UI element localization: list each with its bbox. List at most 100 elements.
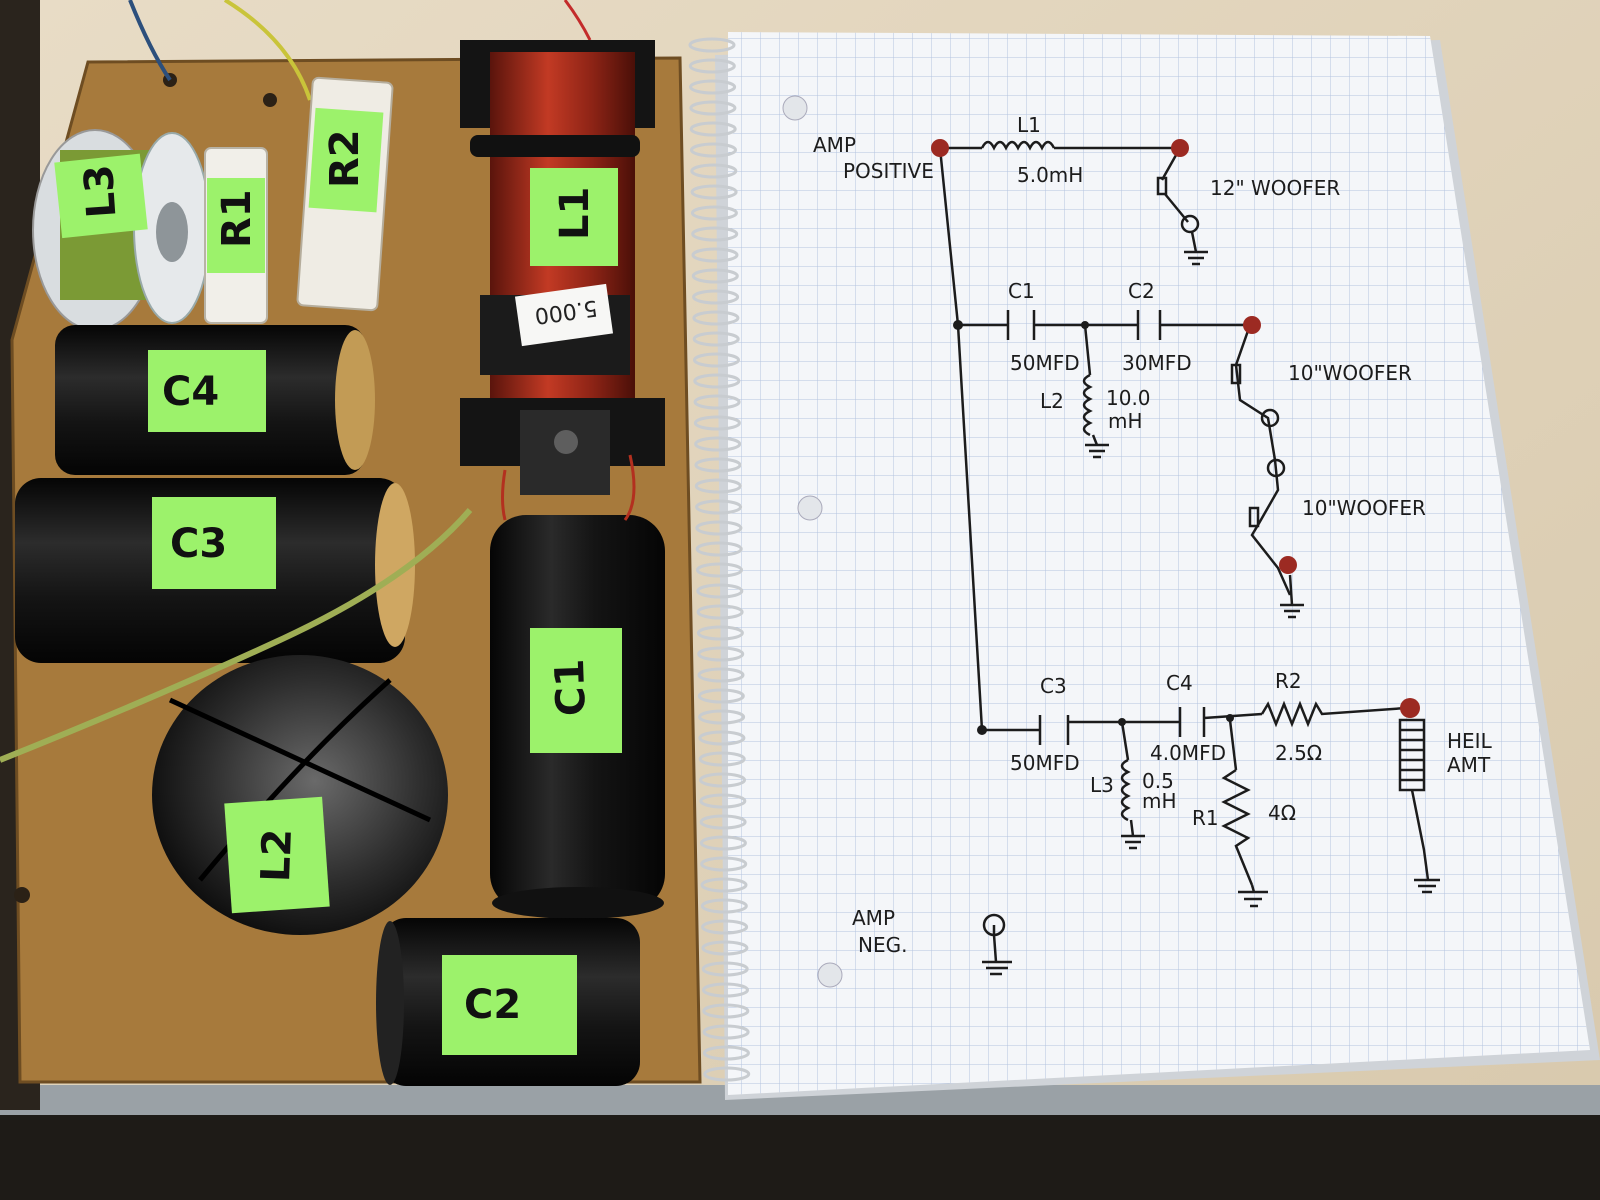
amp-positive-label-2: POSITIVE bbox=[843, 159, 934, 183]
spiral-ring bbox=[694, 436, 742, 452]
r1-zigzag bbox=[1221, 768, 1254, 886]
spiral-ring bbox=[702, 982, 749, 998]
spiral-ring bbox=[689, 121, 737, 137]
amp-positive-dot bbox=[931, 139, 949, 157]
c3-name: C3 bbox=[1040, 674, 1067, 698]
spiral-ring bbox=[690, 205, 738, 221]
woofer10a-terminal bbox=[1260, 408, 1280, 428]
spiral-ring bbox=[694, 457, 742, 473]
spiral-ring bbox=[693, 352, 740, 368]
spiral-ring bbox=[690, 163, 738, 179]
woofer12-dot bbox=[1171, 139, 1189, 157]
ground-woofer10 bbox=[1280, 574, 1304, 619]
spiral-ring bbox=[698, 751, 746, 767]
c2-value: 30MFD bbox=[1122, 351, 1192, 375]
spiral-ring bbox=[699, 772, 746, 788]
punch-hole bbox=[782, 95, 808, 121]
board-hole bbox=[14, 887, 30, 903]
label-C1: C1 bbox=[547, 658, 595, 717]
resistor-R2: R2 bbox=[296, 76, 394, 312]
spiral-ring bbox=[702, 1045, 750, 1061]
woofer10a-symbol bbox=[1230, 363, 1242, 385]
spiral-ring bbox=[690, 142, 737, 158]
c1-value: 50MFD bbox=[1010, 351, 1080, 375]
spiral-ring bbox=[689, 79, 737, 95]
spiral-ring bbox=[699, 835, 747, 851]
l1-value: 5.0mH bbox=[1017, 163, 1083, 187]
label-L1: L1 bbox=[552, 187, 598, 240]
spiral-ring bbox=[696, 625, 744, 641]
l1-name: L1 bbox=[1017, 113, 1041, 137]
wire-red bbox=[563, 0, 592, 41]
l2-value-1: 10.0 bbox=[1106, 386, 1151, 410]
c1c2-node bbox=[1081, 321, 1089, 329]
punch-hole bbox=[817, 962, 843, 988]
label-L2: L2 bbox=[253, 828, 301, 883]
amp-negative-label-2: NEG. bbox=[858, 933, 907, 957]
spiral-ring bbox=[692, 331, 740, 347]
r2-zigzag bbox=[1260, 700, 1407, 728]
l2-coil bbox=[1082, 373, 1093, 437]
label-C3: C3 bbox=[170, 521, 227, 567]
label-C2: C2 bbox=[464, 982, 521, 1028]
spiral-ring bbox=[690, 184, 738, 200]
spiral-ring bbox=[688, 58, 736, 74]
spiral-ring bbox=[700, 898, 748, 914]
amp-positive-label-1: AMP bbox=[813, 133, 856, 157]
spiral-ring bbox=[702, 1024, 750, 1040]
spiral-ring bbox=[692, 289, 740, 305]
bus-node bbox=[953, 320, 963, 330]
r1-value: 4Ω bbox=[1268, 801, 1296, 825]
punch-hole bbox=[797, 495, 823, 521]
woofer10a-label: 10"WOOFER bbox=[1288, 361, 1412, 385]
spiral-ring bbox=[694, 478, 742, 494]
spiral-ring bbox=[695, 499, 743, 515]
woofer12-symbol bbox=[1156, 176, 1168, 196]
notebook bbox=[688, 32, 1600, 1100]
spiral-ring bbox=[695, 541, 743, 557]
wire-blue bbox=[128, 0, 172, 82]
spiral-ring bbox=[699, 793, 747, 809]
l3-value-1: 0.5 bbox=[1142, 769, 1174, 793]
spiral-ring bbox=[700, 856, 748, 872]
l2-wire bbox=[1083, 324, 1092, 376]
c3c4-node bbox=[1118, 718, 1126, 726]
l3-wire bbox=[1120, 721, 1130, 761]
spiral-ring bbox=[693, 415, 741, 431]
woofer10b-terminal-top bbox=[1266, 458, 1286, 478]
capacitor-C1: C1 bbox=[490, 515, 665, 919]
amp-negative-label-1: AMP bbox=[852, 906, 895, 930]
label-R1: R1 bbox=[214, 189, 260, 248]
notebook-grid bbox=[728, 32, 1590, 1095]
woofer10b-label: 10"WOOFER bbox=[1302, 496, 1426, 520]
woofer12-terminal bbox=[1180, 214, 1200, 234]
spiral-ring bbox=[699, 814, 747, 830]
r2-value: 2.5Ω bbox=[1275, 741, 1322, 765]
inductor-L1: L1 5.000 bbox=[460, 40, 665, 495]
l2-name: L2 bbox=[1040, 389, 1064, 413]
ground-l2 bbox=[1085, 434, 1109, 459]
woofer10-top-dot bbox=[1243, 316, 1261, 334]
c4-value: 4.0MFD bbox=[1150, 741, 1226, 765]
spiral-ring bbox=[695, 520, 743, 536]
label-R2: R2 bbox=[322, 129, 368, 188]
spiral-ring bbox=[701, 940, 749, 956]
tweeter-label-1: HEIL bbox=[1447, 729, 1493, 753]
tweeter-label-2: AMT bbox=[1447, 753, 1491, 777]
woofer12-label: 12" WOOFER bbox=[1210, 176, 1340, 200]
copper-lead bbox=[623, 454, 636, 521]
c4r2-node bbox=[1226, 714, 1234, 722]
capacitor-C4: C4 bbox=[55, 325, 375, 475]
l1-coil bbox=[980, 140, 1056, 151]
spiral-ring bbox=[693, 394, 741, 410]
c3-value: 50MFD bbox=[1010, 751, 1080, 775]
spiral-ring bbox=[698, 709, 746, 725]
desk-edge-dark bbox=[0, 1110, 1600, 1200]
inductor-L2: L2 bbox=[152, 655, 448, 935]
spiral-ring bbox=[697, 667, 745, 683]
spiral-ring bbox=[691, 268, 739, 284]
inductor-L3: L3 bbox=[32, 129, 211, 331]
spiral-ring bbox=[697, 646, 745, 662]
bus-node bbox=[977, 725, 987, 735]
